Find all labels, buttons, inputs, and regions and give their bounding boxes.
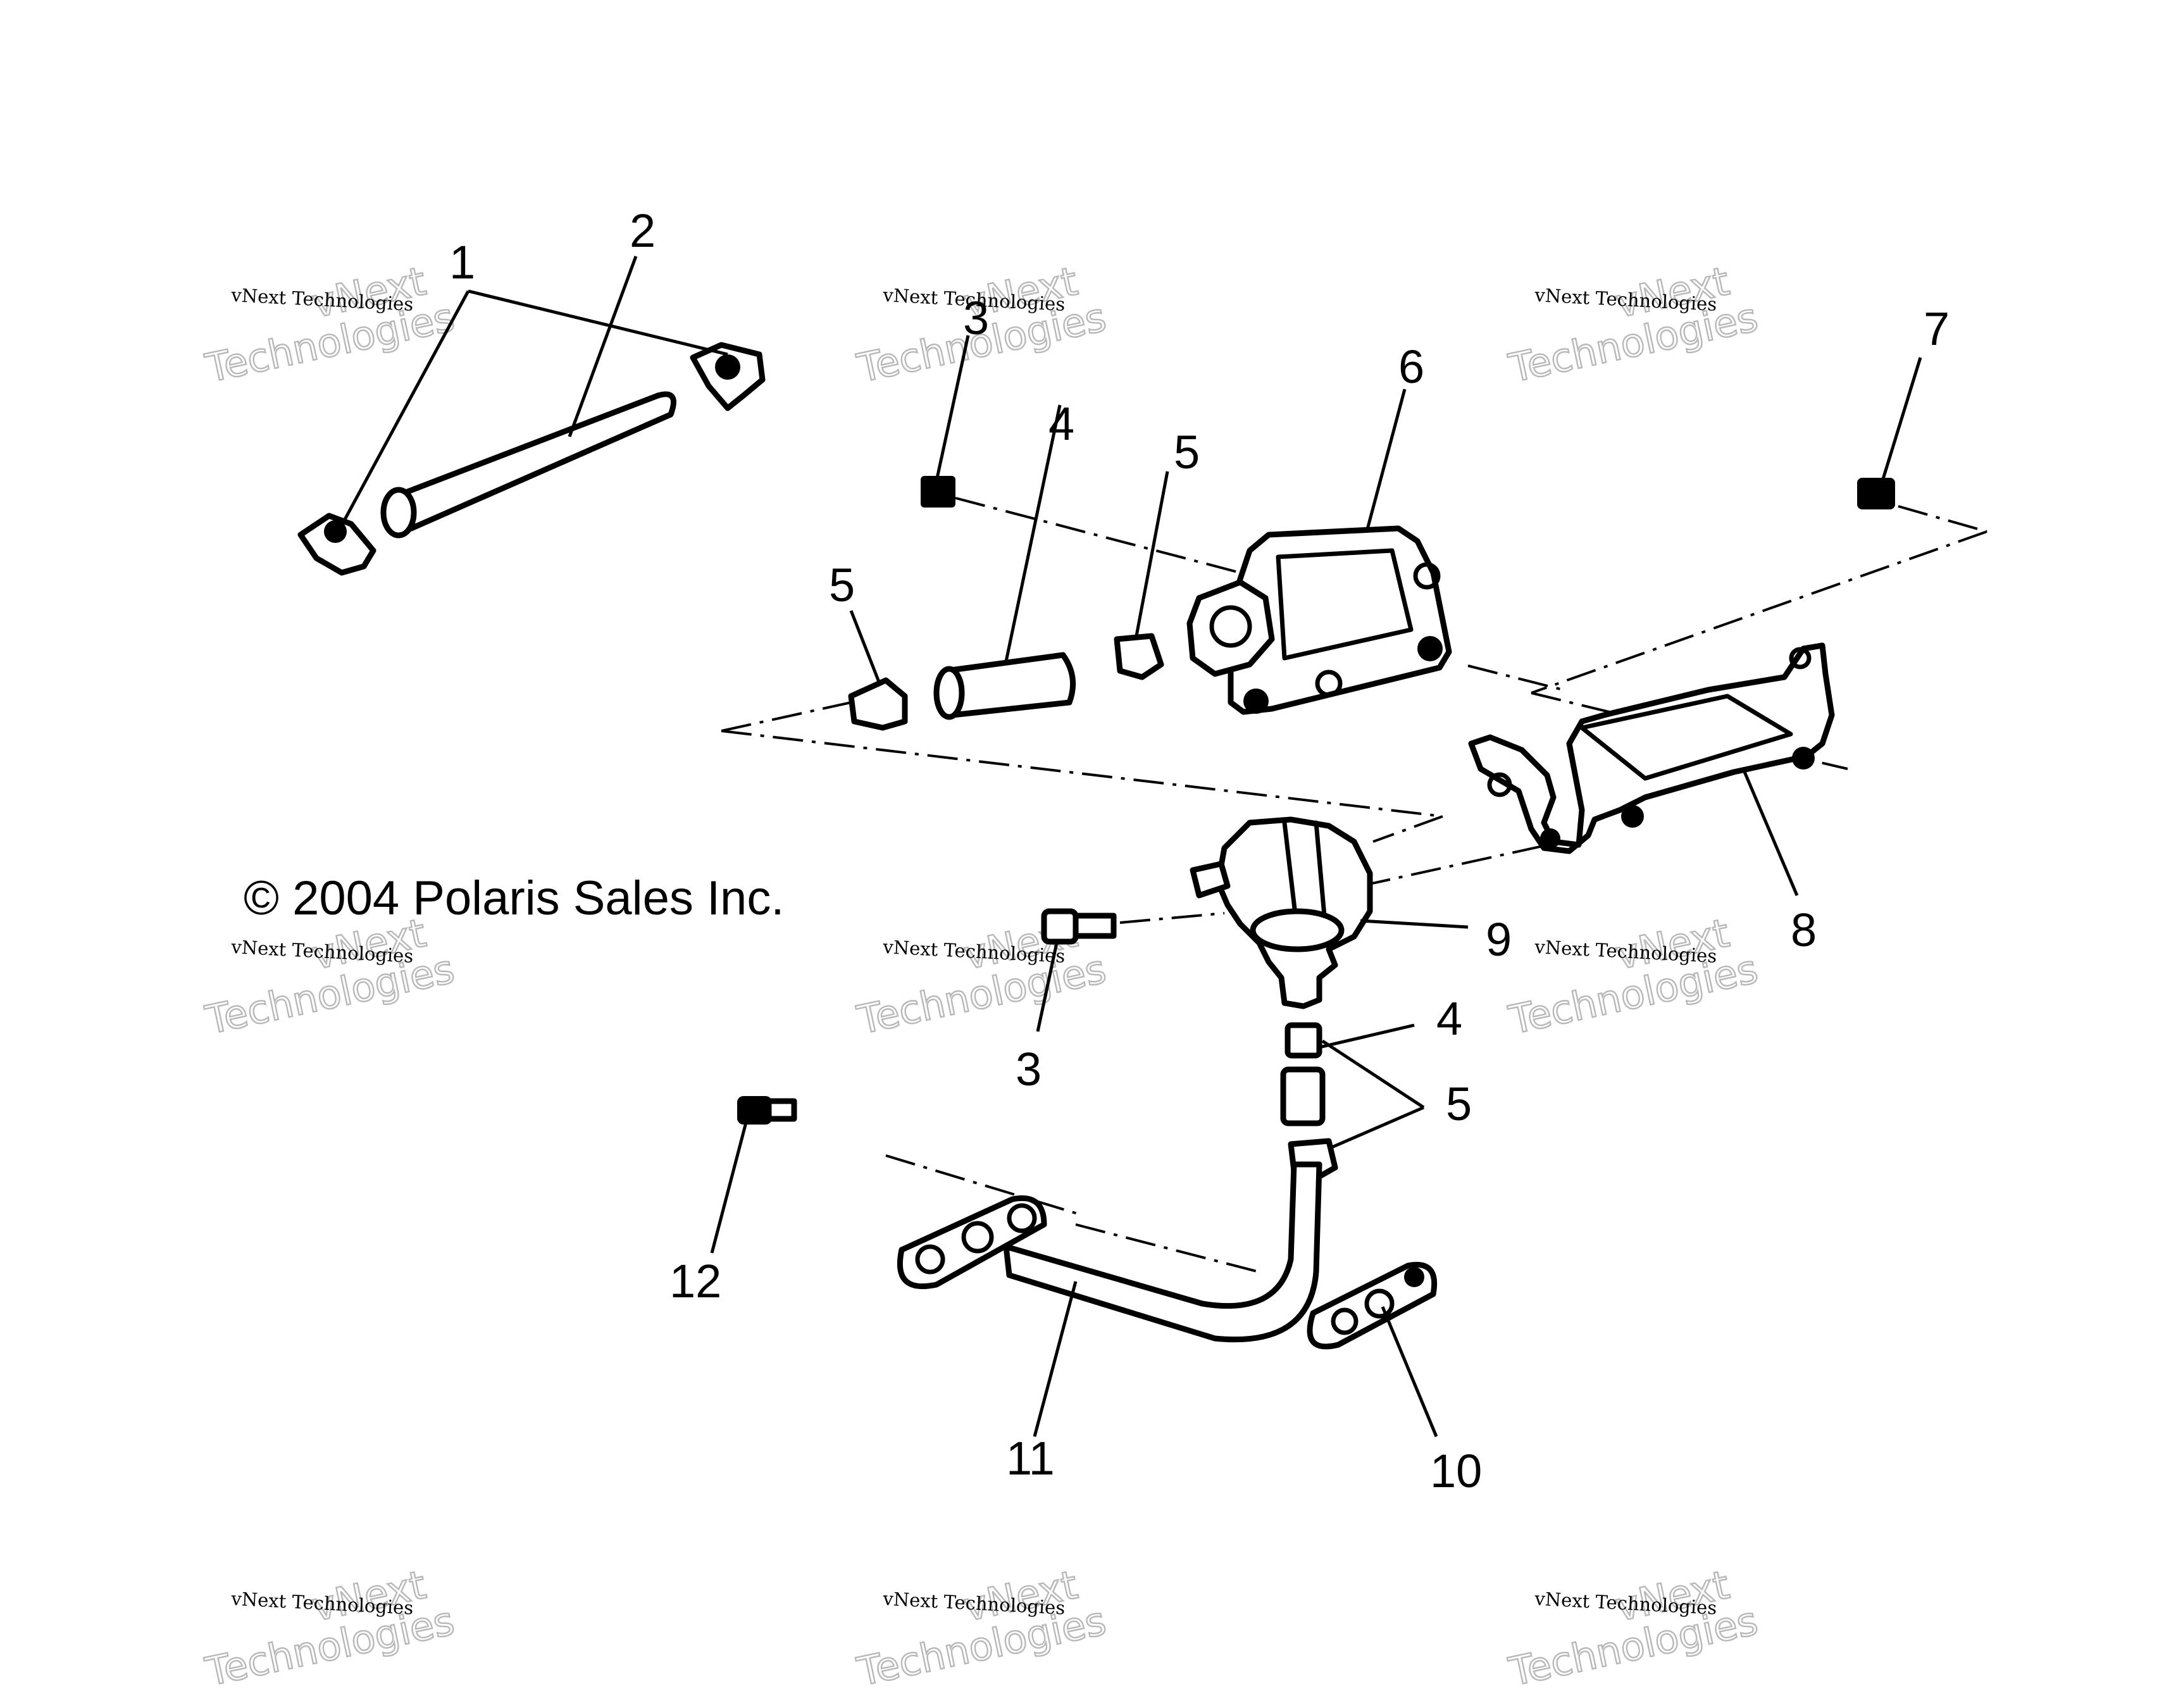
axis-line — [1531, 530, 1987, 694]
leader-6 — [1365, 389, 1407, 532]
axis-line — [1360, 840, 1564, 887]
leader-9 — [1360, 919, 1469, 929]
callout-3-top: 3 — [963, 292, 989, 344]
callout-3-bottom: 3 — [1016, 1043, 1042, 1095]
leader-10 — [1381, 1306, 1438, 1437]
callout-6: 6 — [1398, 340, 1424, 393]
leader-1b — [468, 289, 728, 356]
part-1-fitting-left — [297, 513, 376, 576]
callout-4-top: 4 — [1048, 397, 1074, 450]
callout-4-bottom: 4 — [1436, 992, 1462, 1045]
watermark-large-text: vNextTechnologies — [193, 1557, 458, 1695]
axis-line — [1898, 505, 1987, 533]
callout-5-center: 5 — [1174, 426, 1200, 478]
leader-8 — [1741, 768, 1799, 896]
part-1-fitting-right — [690, 342, 766, 411]
part-4-sleeve-lower — [1284, 1022, 1322, 1059]
callout-11: 11 — [1006, 1432, 1055, 1485]
watermark-large-text: vNextTechnologies — [1496, 254, 1762, 392]
watermark-large-text: vNextTechnologies — [1496, 1557, 1762, 1695]
axis-line — [1467, 664, 1564, 691]
leader-5-center — [1134, 471, 1169, 640]
leader-5b-bottom — [1328, 1106, 1424, 1150]
part-5-clamp-lower-a — [1280, 1066, 1326, 1126]
callout-9: 9 — [1486, 913, 1512, 966]
part-11-tube — [897, 1161, 1322, 1343]
part-4-sleeve-upper — [933, 652, 1076, 720]
leader-7 — [1881, 357, 1922, 482]
part-10-gasket — [1307, 1262, 1438, 1350]
leader-lines — [340, 256, 1922, 1437]
watermark-large-text: vNextTechnologies — [193, 906, 458, 1044]
callout-10: 10 — [1430, 1445, 1482, 1497]
leader-1a — [340, 290, 470, 527]
axis-line — [721, 730, 1443, 818]
leader-4-bottom — [1319, 1023, 1415, 1049]
part-5-clamp-center — [1114, 633, 1164, 680]
part-2-hose — [380, 391, 676, 539]
part-3-screw-top — [921, 476, 955, 508]
callout-8: 8 — [1791, 904, 1817, 956]
leader-5a-bottom — [1321, 1039, 1425, 1109]
leader-5-left — [849, 610, 881, 684]
part-5-clamp-left — [848, 677, 908, 731]
watermark-large-text: vNextTechnologies — [193, 254, 458, 392]
part-3-screw-bottom — [1041, 908, 1117, 945]
watermark-large-text: vNextTechnologies — [845, 1557, 1110, 1695]
part-9-pump-body — [1190, 816, 1373, 1009]
leader-2 — [568, 256, 638, 437]
axis-line — [1372, 815, 1443, 843]
leader-3-top — [935, 335, 970, 482]
axis-line — [1119, 912, 1225, 924]
axis-line — [885, 1154, 1083, 1216]
copyright-notice: © 2004 Polaris Sales Inc. — [244, 871, 784, 925]
axis-line — [721, 701, 852, 732]
leader-4-top — [1004, 404, 1062, 662]
callout-7: 7 — [1924, 302, 1950, 355]
callout-5-left: 5 — [829, 559, 855, 611]
part-12-bolt — [737, 1096, 797, 1125]
part-8-bracket — [1468, 642, 1835, 854]
callout-12: 12 — [669, 1255, 721, 1307]
part-6-valve-housing — [1186, 525, 1452, 715]
axis-line — [955, 497, 1241, 574]
leader-3-bottom — [1036, 942, 1059, 1032]
callout-labels: 1 2 3 3 4 5 5 6 7 8 9 4 5 10 11 12 — [449, 204, 1950, 1497]
watermark-large-text: vNextTechnologies — [1496, 906, 1762, 1044]
axis-line — [1075, 1223, 1260, 1273]
part-7-screw — [1857, 478, 1895, 509]
leader-11 — [1033, 1281, 1078, 1437]
callout-1: 1 — [449, 236, 475, 289]
leader-12 — [710, 1119, 749, 1254]
callout-5-bottom: 5 — [1446, 1078, 1472, 1130]
callout-2: 2 — [630, 204, 656, 257]
